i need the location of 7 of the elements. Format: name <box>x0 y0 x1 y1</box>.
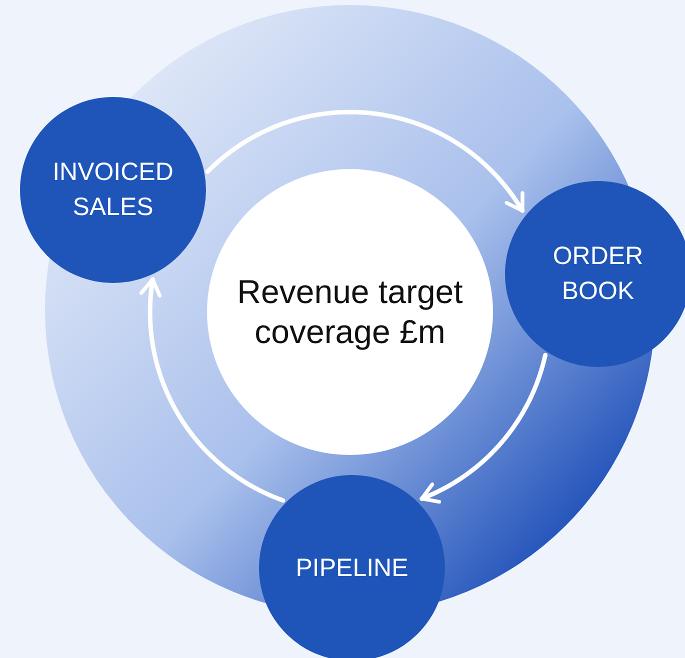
cycle-arrow <box>420 352 548 504</box>
center-label: Revenue target coverage £m <box>236 272 464 352</box>
stage-label: PIPELINE <box>296 552 408 584</box>
cycle-arrow <box>205 110 525 213</box>
stage-label: ORDER BOOK <box>552 241 644 307</box>
cycle-arrow <box>139 277 286 503</box>
stage-label: INVOICED SALES <box>52 157 174 223</box>
